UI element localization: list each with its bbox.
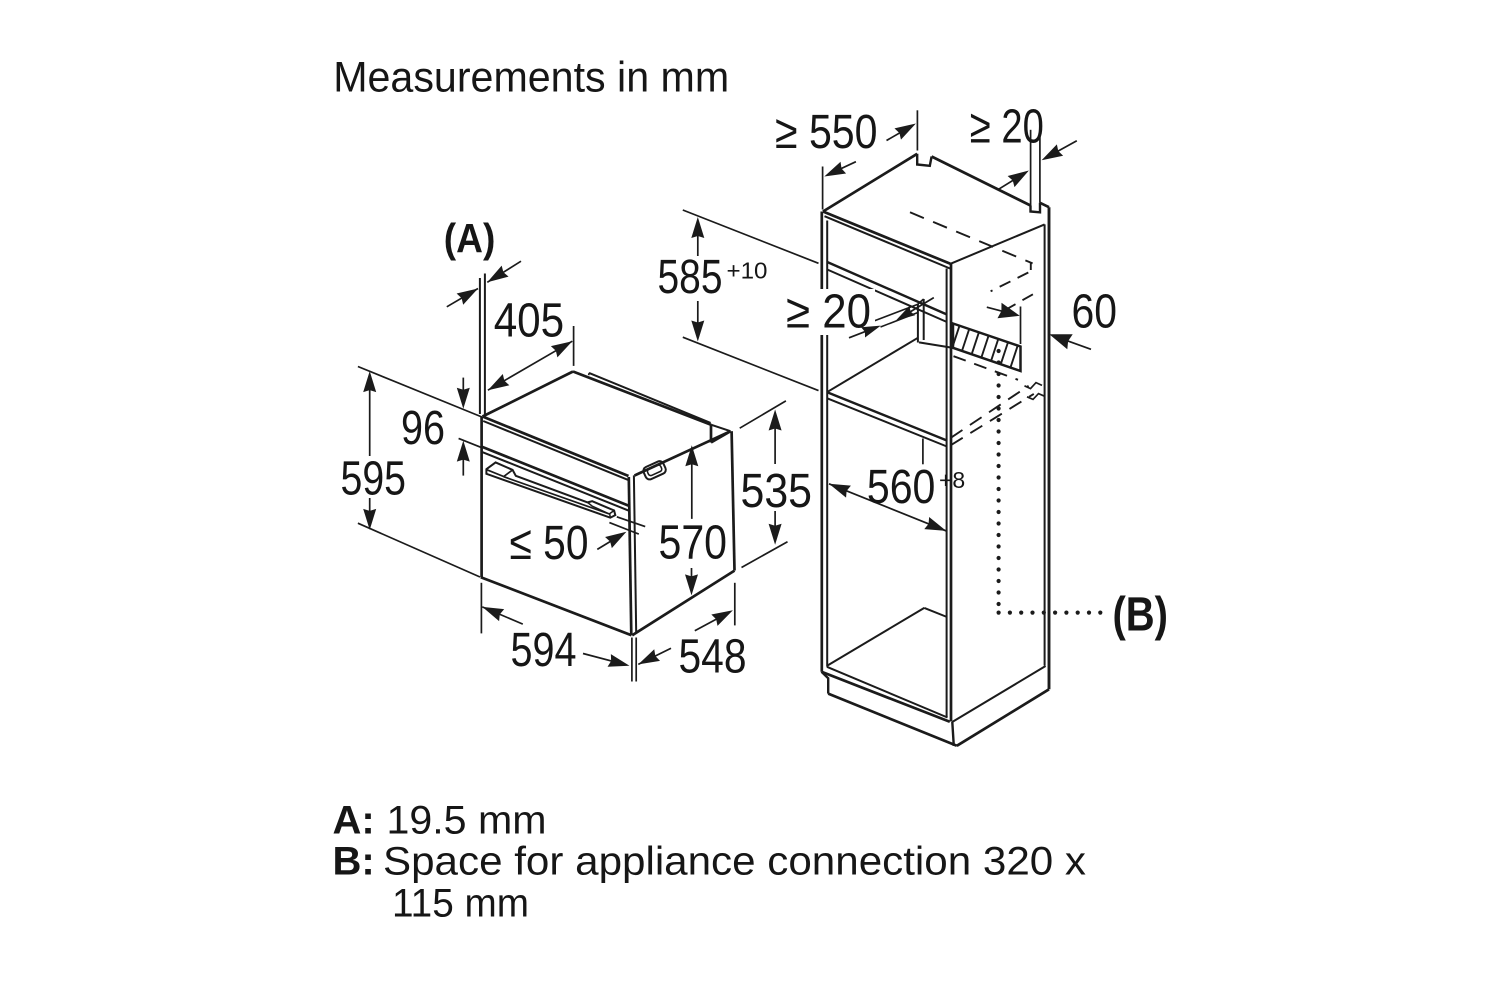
- svg-text:548: 548: [679, 631, 747, 684]
- svg-text:405: 405: [494, 295, 565, 348]
- svg-text:595: 595: [341, 453, 407, 506]
- svg-text:B:: B:: [333, 840, 375, 884]
- svg-text:≥ 20: ≥ 20: [970, 101, 1044, 154]
- svg-text:≥ 20: ≥ 20: [786, 286, 871, 339]
- svg-text:96: 96: [401, 402, 445, 455]
- svg-text:535: 535: [741, 465, 813, 518]
- svg-text:560: 560: [867, 461, 936, 514]
- svg-text:≤ 50: ≤ 50: [510, 517, 589, 570]
- svg-text:(A): (A): [444, 215, 496, 261]
- svg-text:60: 60: [1072, 286, 1118, 339]
- svg-text:115 mm: 115 mm: [392, 882, 529, 926]
- svg-text:594: 594: [511, 624, 577, 677]
- svg-text:≥ 550: ≥ 550: [775, 106, 878, 159]
- svg-text:585: 585: [658, 251, 723, 304]
- svg-text:Space for appliance connection: Space for appliance connection 320 x: [383, 840, 1086, 884]
- svg-text:570: 570: [659, 517, 728, 570]
- svg-text:19.5 mm: 19.5 mm: [387, 799, 547, 843]
- svg-text:(B): (B): [1113, 589, 1169, 642]
- svg-text:+10: +10: [727, 258, 768, 284]
- svg-text:+8: +8: [939, 467, 965, 493]
- svg-text:Measurements in mm: Measurements in mm: [333, 54, 729, 102]
- svg-text:A:: A:: [333, 799, 375, 843]
